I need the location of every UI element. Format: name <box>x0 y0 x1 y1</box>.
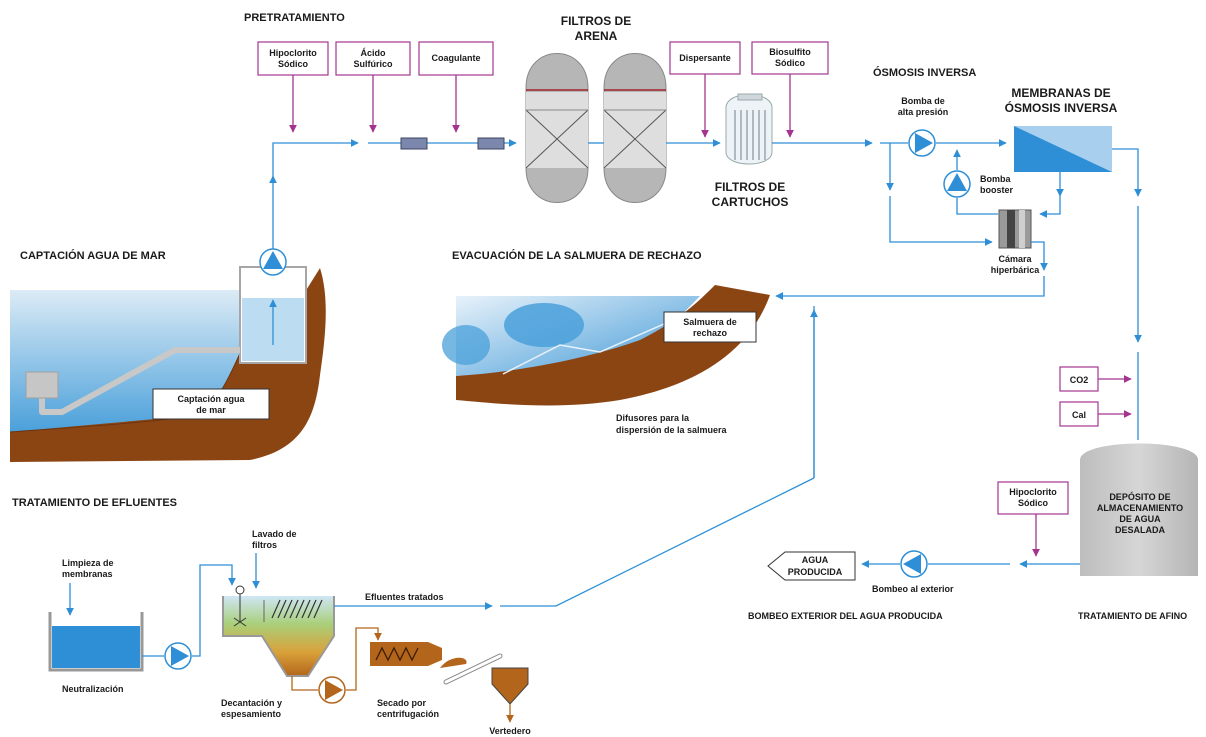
title-afino: TRATAMIENTO DE AFINO <box>1078 611 1187 621</box>
title-membranas-2: ÓSMOSIS INVERSA <box>1005 100 1118 115</box>
svg-text:Dispersante: Dispersante <box>679 53 731 63</box>
svg-text:Hipoclorito: Hipoclorito <box>1009 487 1057 497</box>
secado-1: Secado por <box>377 698 427 708</box>
mixer-2 <box>477 137 505 150</box>
chem-acido: Ácido Sulfúrico <box>335 41 411 76</box>
svg-text:PRODUCIDA: PRODUCIDA <box>788 567 843 577</box>
intake-scene <box>9 266 326 462</box>
svg-text:de mar: de mar <box>196 405 226 415</box>
bomba-booster-2: booster <box>980 185 1014 195</box>
decanter <box>222 585 335 677</box>
svg-text:Sódico: Sódico <box>278 59 309 69</box>
bombeo-exterior: Bombeo al exterior <box>872 584 954 594</box>
title-pretratamiento: PRETRATAMIENTO <box>244 12 345 24</box>
title-filtros-arena-1: FILTROS DE <box>561 14 631 28</box>
svg-text:CO2: CO2 <box>1070 375 1089 385</box>
vertedero: Vertedero <box>489 726 531 736</box>
chem-co2: CO2 <box>1059 366 1099 392</box>
svg-text:rechazo: rechazo <box>693 328 728 338</box>
svg-text:Sulfúrico: Sulfúrico <box>353 59 393 69</box>
svg-text:DEPÓSITO DE: DEPÓSITO DE <box>1109 491 1170 502</box>
title-cartuchos-2: CARTUCHOS <box>712 195 789 209</box>
ro-membrane <box>1014 126 1112 172</box>
sludge-pile <box>440 657 467 668</box>
effluent-pump-icon <box>164 642 192 670</box>
centrifuge <box>370 642 442 666</box>
pressure-exchanger <box>998 209 1032 249</box>
high-pressure-pump-icon <box>908 129 936 157</box>
lavado-2: filtros <box>252 540 277 550</box>
dumpster <box>491 667 529 705</box>
svg-text:AGUA: AGUA <box>802 555 829 565</box>
svg-text:Hipoclorito: Hipoclorito <box>269 48 317 58</box>
storage-tank: DEPÓSITO DE ALMACENAMIENTO DE AGUA DESAL… <box>1080 443 1198 576</box>
svg-text:Biosulfito: Biosulfito <box>769 47 811 57</box>
decantacion-2: espesamiento <box>221 709 282 719</box>
neutralization-tank <box>48 612 144 672</box>
captacion-box: Captación agua de mar <box>152 388 270 420</box>
neutralizacion: Neutralización <box>62 684 124 694</box>
svg-text:Sódico: Sódico <box>775 58 806 68</box>
title-captacion: CAPTACIÓN AGUA DE MAR <box>20 249 166 262</box>
svg-text:Salmuera de: Salmuera de <box>683 317 737 327</box>
chem-hipoclorito-2: Hipoclorito Sódico <box>997 481 1069 515</box>
export-pump-icon <box>900 550 928 578</box>
title-bombeo: BOMBEO EXTERIOR DEL AGUA PRODUCIDA <box>748 611 943 621</box>
svg-text:Sódico: Sódico <box>1018 498 1049 508</box>
chem-hipoclorito: Hipoclorito Sódico <box>257 41 329 76</box>
title-evacuacion: EVACUACIÓN DE LA SALMUERA DE RECHAZO <box>452 249 702 262</box>
svg-text:Coagulante: Coagulante <box>431 53 480 63</box>
bomba-alta-1: Bomba de <box>901 96 945 106</box>
booster-pump-icon <box>943 170 971 198</box>
title-filtros-arena-2: ARENA <box>575 29 618 43</box>
limpieza-1: Limpieza de <box>62 558 114 568</box>
lavado-1: Lavado de <box>252 529 297 539</box>
sand-filter-2 <box>603 53 667 203</box>
svg-text:DESALADA: DESALADA <box>1115 525 1166 535</box>
decantacion-1: Decantación y <box>221 698 282 708</box>
title-osmosis: ÓSMOSIS INVERSA <box>873 66 976 79</box>
title-cartuchos-1: FILTROS DE <box>715 180 785 194</box>
chem-coagulante: Coagulante <box>418 41 494 76</box>
limpieza-2: membranas <box>62 569 113 579</box>
chem-cal: Cal <box>1059 401 1099 427</box>
camara-1: Cámara <box>998 254 1032 264</box>
outfall-scene <box>442 285 770 406</box>
difusores-1: Difusores para la <box>616 413 690 423</box>
sludge-pump-icon <box>318 676 346 704</box>
title-membranas-1: MEMBRANAS DE <box>1011 86 1110 100</box>
svg-text:Cal: Cal <box>1072 410 1086 420</box>
bomba-alta-2: alta presión <box>898 107 949 117</box>
sand-filter-1 <box>525 53 589 203</box>
chem-dispersante: Dispersante <box>669 41 741 75</box>
difusores-2: dispersión de la salmuera <box>616 425 728 435</box>
efluentes-tratados: Efluentes tratados <box>365 592 444 602</box>
secado-2: centrifugación <box>377 709 439 719</box>
svg-text:Captación agua: Captación agua <box>177 394 245 404</box>
svg-text:ALMACENAMIENTO: ALMACENAMIENTO <box>1097 503 1183 513</box>
svg-text:Ácido: Ácido <box>360 48 386 58</box>
cartridge-filter <box>725 93 773 165</box>
intake-pump-icon <box>259 248 287 276</box>
salmuera-box: Salmuera de rechazo <box>663 311 757 343</box>
camara-2: hiperbárica <box>991 265 1041 275</box>
svg-text:DE AGUA: DE AGUA <box>1119 514 1161 524</box>
chem-biosulfito: Biosulfito Sódico <box>751 41 829 75</box>
bomba-booster-1: Bomba <box>980 174 1011 184</box>
mixer-1 <box>400 137 428 150</box>
title-efluentes: TRATAMIENTO DE EFLUENTES <box>12 497 177 509</box>
agua-producida-arrow: AGUA PRODUCIDA <box>767 551 856 581</box>
